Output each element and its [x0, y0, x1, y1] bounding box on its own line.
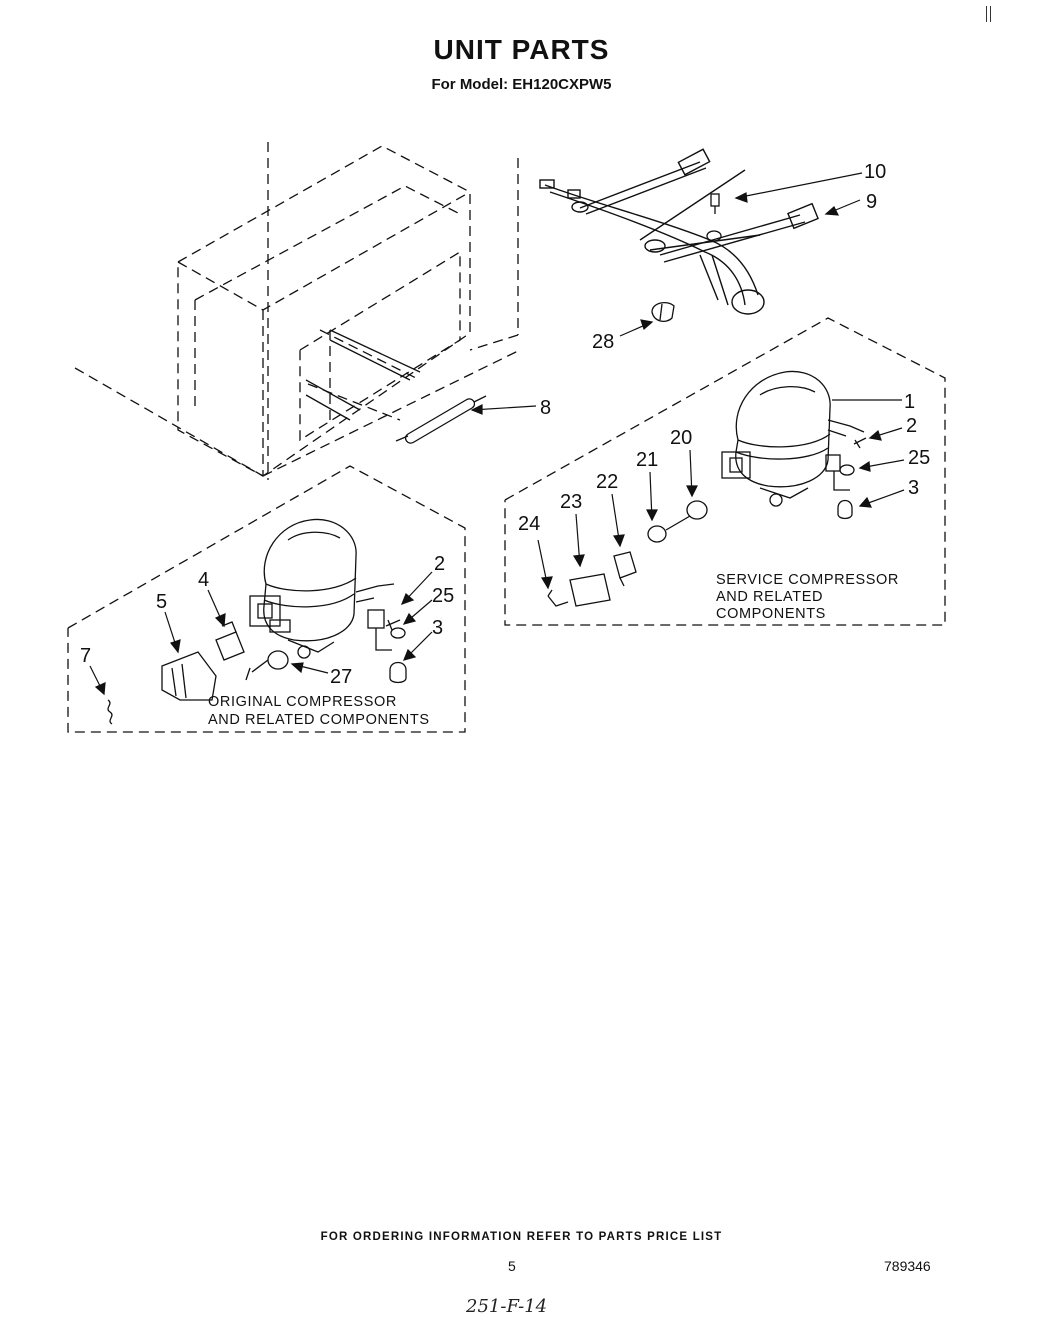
original-group-boundary [67, 465, 466, 733]
callout-3-original: 3 [432, 617, 443, 639]
washer-on-harness [706, 230, 722, 242]
service-label-line2: AND RELATED [716, 589, 823, 605]
service-part-24 [547, 589, 569, 607]
callout-8: 8 [540, 397, 551, 419]
callout-22: 22 [596, 471, 618, 493]
callout-4: 4 [198, 569, 209, 591]
service-part-23 [569, 573, 611, 607]
callout-21: 21 [636, 449, 658, 471]
drier-8 [395, 395, 487, 444]
original-part-7 [107, 699, 113, 725]
original-label-line2: AND RELATED COMPONENTS [208, 712, 430, 728]
service-group-boundary [504, 317, 946, 626]
wiring-harness [539, 148, 819, 315]
original-compressor [249, 518, 395, 659]
service-part-20 [686, 500, 708, 520]
callout-25-service: 25 [908, 447, 930, 469]
callout-28: 28 [592, 331, 614, 353]
callout-9: 9 [866, 191, 877, 213]
margin-mark [986, 6, 991, 22]
callout-20: 20 [670, 427, 692, 449]
original-label-line1: ORIGINAL COMPRESSOR [208, 694, 397, 710]
callout-1: 1 [904, 391, 915, 413]
service-part-21 [647, 515, 691, 543]
callout-numbers: 10 9 28 8 1 2 25 3 20 21 22 23 24 2 25 3… [80, 161, 930, 688]
service-compressor [721, 370, 865, 507]
callout-7: 7 [80, 645, 91, 667]
callout-10: 10 [864, 161, 886, 183]
footer-ordering-note: FOR ORDERING INFORMATION REFER TO PARTS … [320, 1231, 723, 1243]
callout-27: 27 [330, 666, 352, 688]
original-small-parts [385, 619, 407, 684]
service-label-line3: COMPONENTS [716, 606, 826, 622]
original-part-5 [161, 651, 217, 701]
service-group-label: SERVICE COMPRESSOR AND RELATED COMPONENT… [716, 572, 899, 622]
leader-lines [89, 172, 905, 696]
cabinet-housing [74, 142, 521, 480]
page-number: 5 [508, 1258, 516, 1274]
callout-2-service: 2 [906, 415, 917, 437]
service-small-parts [837, 437, 867, 520]
cabinet-inner-lines [305, 329, 421, 421]
clip-28 [651, 301, 675, 323]
page-title: UNIT PARTS [433, 34, 610, 65]
callout-5: 5 [156, 591, 167, 613]
service-part-22 [613, 551, 637, 587]
original-part-27 [245, 650, 289, 681]
callout-2-original: 2 [434, 553, 445, 575]
callout-25-original: 25 [432, 585, 454, 607]
original-group-label: ORIGINAL COMPRESSOR AND RELATED COMPONEN… [208, 694, 430, 728]
document-number: 789346 [884, 1258, 931, 1274]
page-subtitle: For Model: EH120CXPW5 [431, 76, 612, 93]
screw-10 [710, 193, 720, 214]
callout-24: 24 [518, 513, 540, 535]
handwritten-note: 251-F-14 [466, 1296, 548, 1317]
callout-23: 23 [560, 491, 582, 513]
original-part-4 [215, 621, 245, 661]
service-label-line1: SERVICE COMPRESSOR [716, 572, 899, 588]
callout-3-service: 3 [908, 477, 919, 499]
